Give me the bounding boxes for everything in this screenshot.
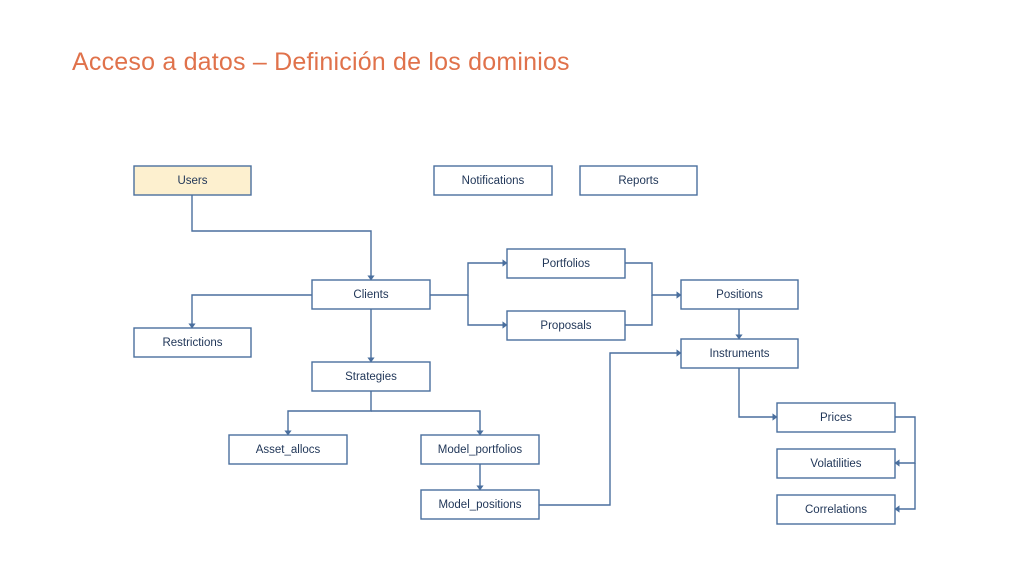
edge-instruments-to-prices bbox=[738, 368, 778, 421]
node-positions[interactable]: Positions bbox=[680, 279, 799, 310]
node-model_positions[interactable]: Model_positions bbox=[420, 489, 540, 520]
edge-prices-to-volatilities bbox=[894, 416, 916, 467]
node-layer: Users Notifications ReportsPortfoliosClien… bbox=[133, 165, 896, 525]
node-box-strategies[interactable] bbox=[311, 361, 431, 392]
node-box-portfolios[interactable] bbox=[506, 248, 626, 279]
node-box-volatilities[interactable] bbox=[776, 448, 896, 479]
edge-prices-to-correlations bbox=[894, 463, 916, 513]
node-correlations[interactable]: Correlations bbox=[776, 494, 896, 525]
edge-proposals-to-positions bbox=[625, 295, 653, 326]
edge-strategies-to-asset_allocs bbox=[284, 391, 372, 436]
node-box-notifications[interactable] bbox=[433, 165, 553, 196]
node-prices[interactable]: Prices bbox=[776, 402, 896, 433]
node-box-restrictions[interactable] bbox=[133, 327, 252, 358]
node-box-clients[interactable] bbox=[311, 279, 431, 310]
edge-clients-to-portfolios bbox=[430, 259, 508, 296]
page-title: Acceso a datos – Definición de los domin… bbox=[72, 48, 570, 76]
edge-layer bbox=[188, 195, 916, 513]
node-box-model_portfolios[interactable] bbox=[420, 434, 540, 465]
node-notifications[interactable]: Notifications bbox=[433, 165, 553, 196]
node-box-instruments[interactable] bbox=[680, 338, 799, 369]
node-box-users[interactable] bbox=[133, 165, 252, 196]
edge-strategies-to-model_portfolios bbox=[371, 410, 484, 436]
node-proposals[interactable]: Proposals bbox=[506, 310, 626, 341]
edge-clients-to-restrictions bbox=[188, 294, 312, 329]
node-portfolios[interactable]: Portfolios bbox=[506, 248, 626, 279]
node-clients[interactable]: Clients bbox=[311, 279, 431, 310]
edge-model_positions-to-instruments bbox=[539, 349, 682, 506]
edge-users-to-clients bbox=[191, 195, 375, 281]
node-users[interactable]: Users bbox=[133, 165, 252, 196]
edge-clients-to-proposals bbox=[467, 295, 508, 329]
node-model_portfolios[interactable]: Model_portfolios bbox=[420, 434, 540, 465]
node-restrictions[interactable]: Restrictions bbox=[133, 327, 252, 358]
node-box-proposals[interactable] bbox=[506, 310, 626, 341]
node-box-reports[interactable] bbox=[579, 165, 698, 196]
node-box-prices[interactable] bbox=[776, 402, 896, 433]
node-reports[interactable]: Reports bbox=[579, 165, 698, 196]
node-box-model_positions[interactable] bbox=[420, 489, 540, 520]
node-asset_allocs[interactable]: Asset_allocs bbox=[228, 434, 348, 465]
edge-portfolios-to-positions bbox=[625, 262, 682, 299]
node-volatilities[interactable]: Volatilities bbox=[776, 448, 896, 479]
node-box-asset_allocs[interactable] bbox=[228, 434, 348, 465]
node-strategies[interactable]: Strategies bbox=[311, 361, 431, 392]
node-box-correlations[interactable] bbox=[776, 494, 896, 525]
node-box-positions[interactable] bbox=[680, 279, 799, 310]
node-instruments[interactable]: Instruments bbox=[680, 338, 799, 369]
